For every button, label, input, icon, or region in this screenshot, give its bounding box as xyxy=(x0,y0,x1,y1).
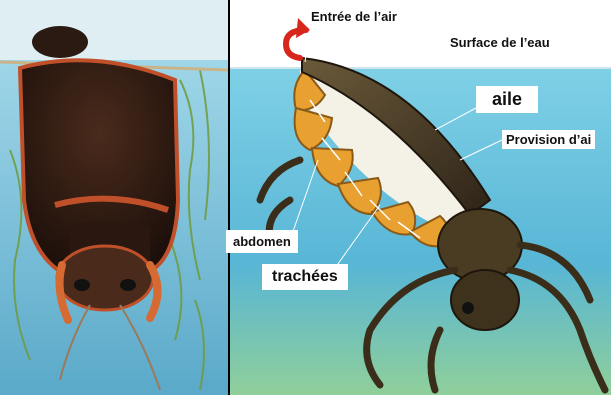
label-air-entry: Entrée de l’air xyxy=(306,7,402,26)
beetle-photo xyxy=(0,0,228,395)
label-abdomen: abdomen xyxy=(226,230,298,253)
label-air-supply: Provision d’ai xyxy=(502,130,595,149)
label-water-surface: Surface de l’eau xyxy=(446,33,554,52)
beetle-illustration xyxy=(230,0,611,395)
label-wing: aile xyxy=(476,86,538,113)
label-tracheae: trachées xyxy=(262,264,348,290)
beetle-photo-panel xyxy=(0,0,228,395)
beetle-illustration-panel xyxy=(230,0,611,395)
